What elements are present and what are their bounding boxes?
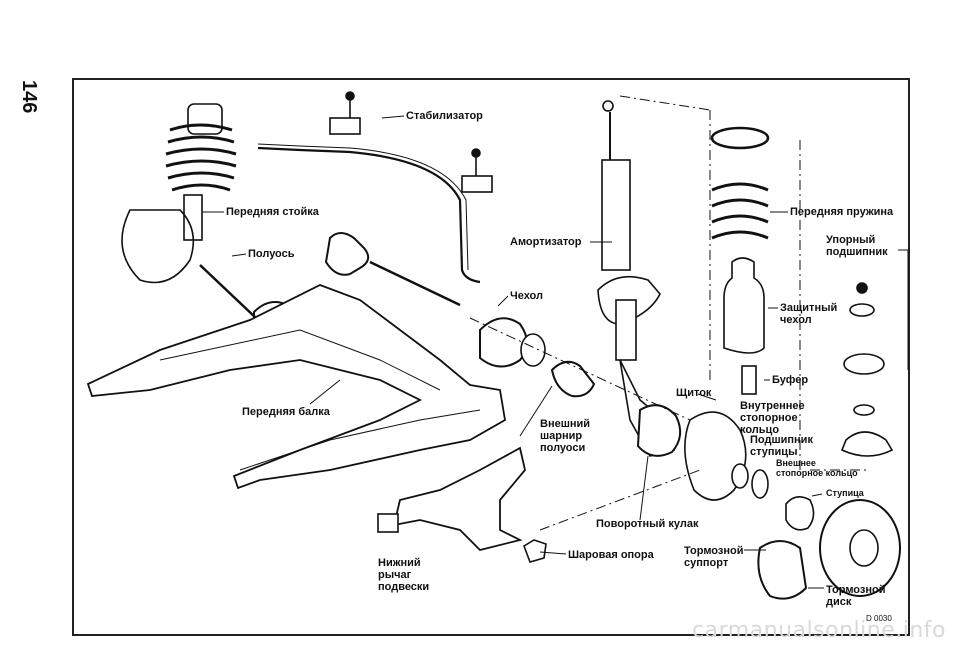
label-lower-arm: Нижний рычаг подвески <box>378 557 430 593</box>
label-stabilizer: Стабилизатор <box>406 110 483 122</box>
label-thrust-bearing: Упорный подшипник <box>826 234 888 258</box>
hub-drawing <box>785 496 815 531</box>
figure-frame <box>72 78 910 636</box>
label-hub-bearing: Подшипник ступицы <box>750 434 813 458</box>
label-front-beam: Передняя балка <box>242 406 330 418</box>
shock-absorber-drawing <box>597 100 676 457</box>
shield-drawing <box>684 411 747 501</box>
front-spring-drawing <box>710 126 770 395</box>
label-outer-snap-ring: Внешнее стопорное кольцо <box>776 458 858 478</box>
label-shock-absorber: Амортизатор <box>510 236 582 248</box>
boot-drawing <box>479 317 528 368</box>
watermark-text: carmanualsonline.info <box>692 618 946 643</box>
label-boot: Чехол <box>510 290 543 302</box>
label-hub: Ступица <box>826 488 864 498</box>
thrust-bearing-drawing <box>840 282 894 457</box>
label-shield: Щиток <box>676 387 712 399</box>
label-brake-caliper: Тормозной суппорт <box>684 545 744 569</box>
assembled-strut-drawing <box>121 103 237 284</box>
label-half-shaft: Полуось <box>248 248 295 260</box>
outer-cv-joint-drawing <box>550 360 596 398</box>
brake-caliper-drawing <box>757 540 808 600</box>
label-inner-snap-ring: Внутреннее стопорное кольцо <box>740 400 805 436</box>
label-outer-cv-joint: Внешний шарнир полуоси <box>540 418 591 454</box>
label-ball-joint: Шаровая опора <box>568 549 654 561</box>
label-front-strut: Передняя стойка <box>226 206 319 218</box>
front-beam-drawing <box>86 284 506 490</box>
stabilizer-bar-drawing <box>257 146 481 284</box>
ball-joint-drawing <box>523 539 547 563</box>
label-steering-knuckle: Поворотный кулак <box>596 518 699 530</box>
label-bump-stop: Буфер <box>772 374 809 386</box>
label-brake-disc: Тормозной диск <box>826 584 886 608</box>
label-protective-boot: Защитный чехол <box>780 302 838 326</box>
lower-arm-drawing <box>392 446 526 551</box>
figure-code: D 0030 <box>866 614 892 623</box>
label-front-spring: Передняя пружина <box>790 206 894 218</box>
